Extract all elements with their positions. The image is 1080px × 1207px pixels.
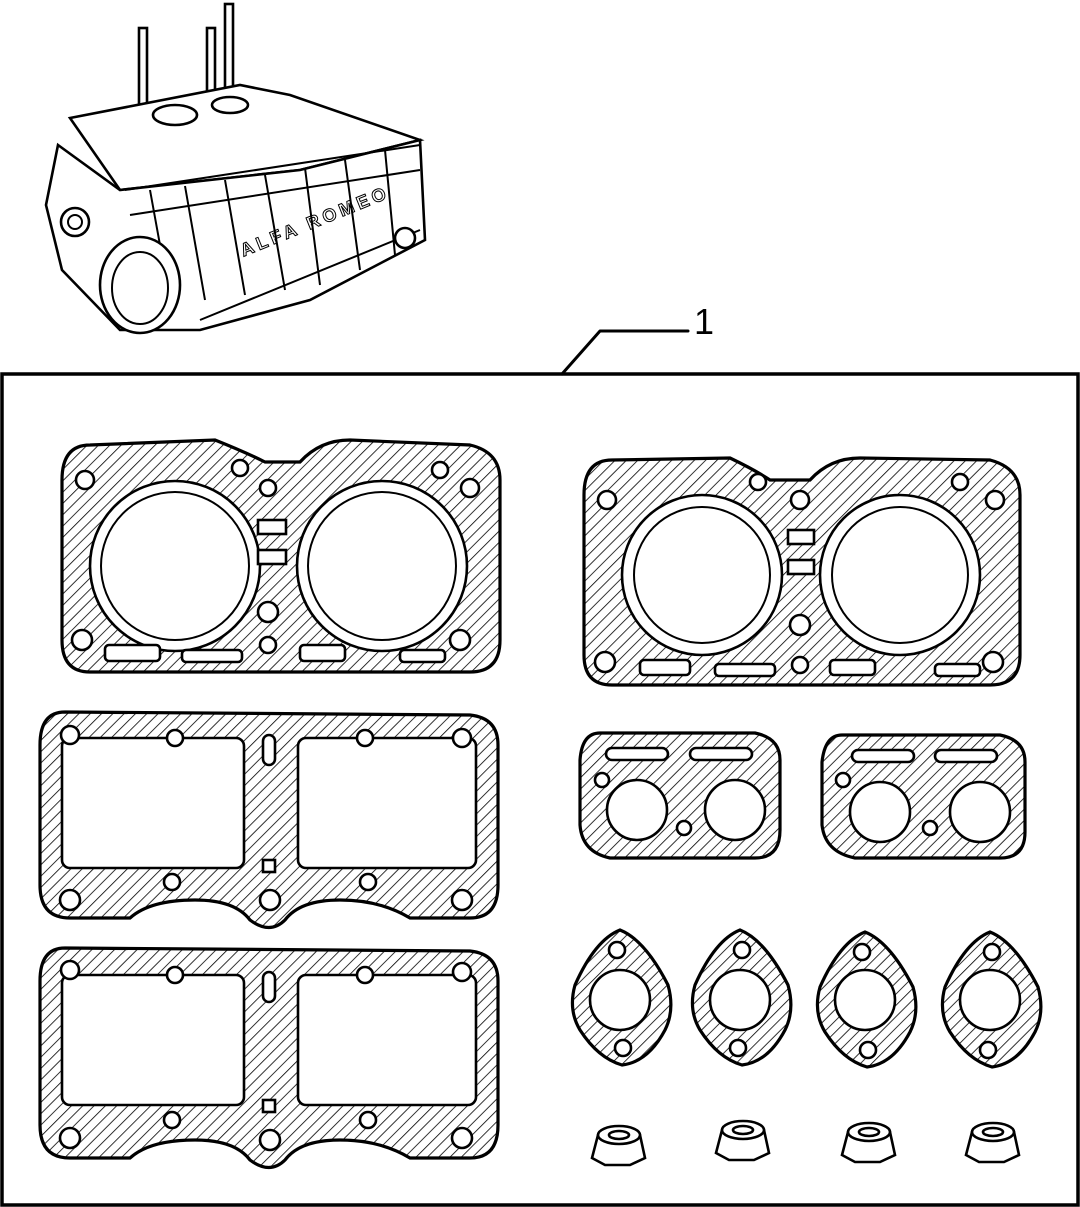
flange-gasket-2 bbox=[690, 928, 793, 1067]
flange-gasket-1 bbox=[570, 928, 673, 1067]
valve-seal-1 bbox=[590, 1124, 647, 1167]
head-gasket-right bbox=[582, 456, 1022, 687]
callout-1: 1 bbox=[560, 301, 714, 376]
cover-gasket-bottom bbox=[38, 946, 500, 1170]
valve-seal-4 bbox=[964, 1121, 1021, 1164]
flange-gasket-3 bbox=[815, 930, 918, 1069]
callout-number: 1 bbox=[694, 301, 714, 342]
exhaust-plate-right bbox=[820, 733, 1027, 860]
kit-frame bbox=[0, 372, 1080, 1207]
engine-block-illustration: ALFA ROMEO bbox=[44, 2, 427, 335]
head-gasket-left bbox=[60, 438, 502, 674]
valve-seal-3 bbox=[840, 1121, 897, 1164]
cover-gasket-top bbox=[38, 710, 500, 930]
valve-seal-2 bbox=[714, 1119, 771, 1162]
exhaust-plate-left bbox=[578, 731, 782, 860]
flange-gasket-4 bbox=[940, 930, 1043, 1069]
